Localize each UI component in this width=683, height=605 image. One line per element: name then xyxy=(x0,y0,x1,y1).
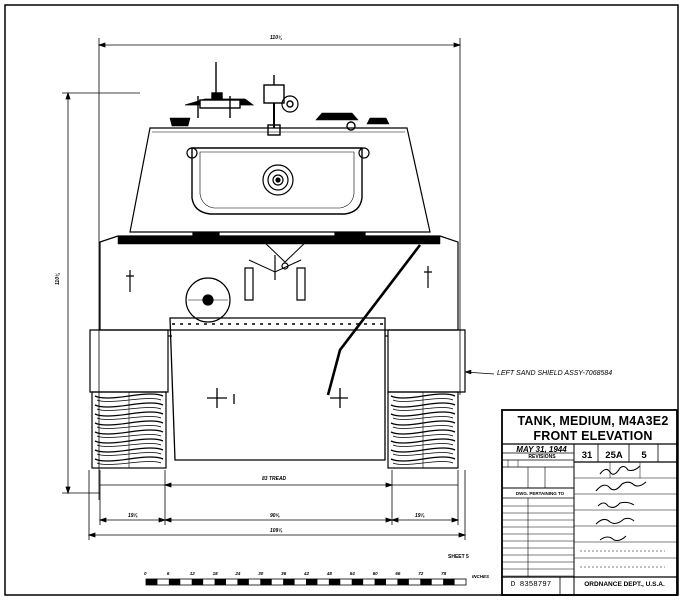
tracks xyxy=(91,391,459,469)
scale-tick-label: 12 xyxy=(189,571,195,576)
track-right xyxy=(387,391,459,469)
scale-tick-label: 42 xyxy=(304,571,310,576)
scale-cell xyxy=(374,579,386,585)
scale-tick-label: 54 xyxy=(349,571,355,576)
scale-tick-label: 48 xyxy=(326,571,332,576)
scale-tick-label: 72 xyxy=(418,571,424,576)
dim-overall-height: 110¾ xyxy=(55,272,61,285)
track-left xyxy=(91,391,167,469)
dim-track-left: 19⅞ xyxy=(128,513,138,519)
scale-cell xyxy=(443,579,455,585)
title-block-frame xyxy=(501,409,678,596)
turret-top-fittings xyxy=(169,62,390,136)
drawing-title: TANK, MEDIUM, M4A3E2 xyxy=(517,414,669,428)
scale-cell xyxy=(146,579,158,585)
hull-upper xyxy=(99,232,459,331)
dimension-overall-height xyxy=(62,91,140,495)
scale-cell xyxy=(397,579,409,585)
scale-unit: INCHES xyxy=(472,574,490,579)
callout-left-sand-shield: LEFT SAND SHIELD ASSY-7068584 xyxy=(497,370,613,377)
scale-cell xyxy=(214,579,226,585)
scale-cell xyxy=(328,579,341,585)
revisions-label: REVISIONS xyxy=(528,454,556,460)
sheet-number: 5 xyxy=(641,450,647,461)
scale-bar xyxy=(145,578,467,586)
scale-cell xyxy=(191,579,204,585)
department-label: ORDNANCE DEPT., U.S.A. xyxy=(584,581,665,588)
dim-overall-width: 110¾ xyxy=(270,35,283,41)
drawing-pertaining-label: DWG. PERTAINING TO xyxy=(515,491,565,496)
scale-cell xyxy=(351,579,364,585)
scale-tick-label: 66 xyxy=(395,571,401,576)
turret xyxy=(129,127,431,233)
transmission-housing xyxy=(169,317,386,461)
dim-hull-bottom: 109⅞ xyxy=(270,528,283,534)
scale-tick-label: 6 xyxy=(166,571,170,576)
scale-cell xyxy=(168,579,181,585)
scale-tick-label: 36 xyxy=(281,571,287,576)
drawing-subtitle: FRONT ELEVATION xyxy=(533,429,653,443)
signature-area xyxy=(574,462,677,568)
dim-track-right: 19⅞ xyxy=(415,513,425,519)
class-number: 31 xyxy=(581,450,593,461)
scale-tick-label: 60 xyxy=(372,571,378,576)
dim-tread-value: 90⅝ xyxy=(270,513,280,519)
shield-leader xyxy=(326,244,495,396)
scale-tick-label: 24 xyxy=(235,571,241,576)
dim-tread-label: 83 TREAD xyxy=(262,476,287,482)
drawing-number: D 8358797 xyxy=(510,581,552,589)
scale-cell xyxy=(283,579,295,585)
scale-cell xyxy=(237,579,249,585)
sand-shields xyxy=(89,329,466,393)
scale-tick-label: 0 xyxy=(144,571,147,576)
bottom-dimensions xyxy=(87,470,467,540)
scale-cell xyxy=(420,579,432,585)
scale-tick-label: 18 xyxy=(212,571,218,576)
scale-tick-label: 30 xyxy=(258,571,264,576)
scale-cell xyxy=(260,579,272,585)
scale-cell xyxy=(306,579,318,585)
pertaining-rows xyxy=(502,505,574,577)
sheet-border xyxy=(4,4,679,596)
dimension-overall-width xyxy=(97,38,462,500)
drawing-date: MAY 31, 1944 xyxy=(516,445,567,454)
group-number: 25A xyxy=(605,450,623,461)
scale-tick-label: 78 xyxy=(441,571,447,576)
sheet-label: SHEET 5 xyxy=(448,554,469,560)
